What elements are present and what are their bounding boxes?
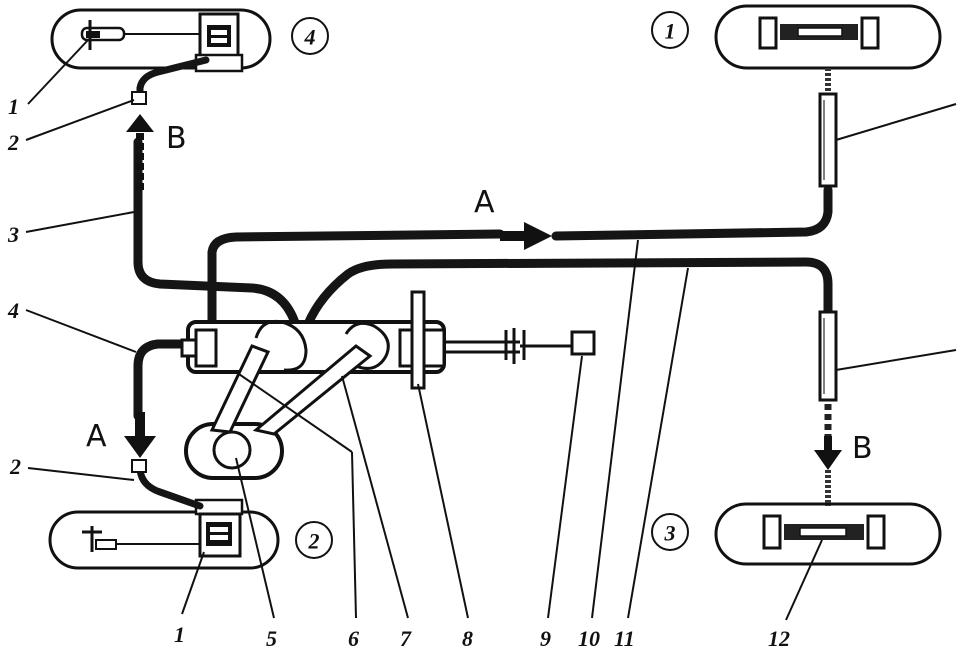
leader-right-mid (835, 349, 957, 371)
brake-pipe-front-right-continued (551, 185, 833, 241)
callout-11: 11 (614, 626, 635, 651)
flex-hose-rear-right (818, 310, 838, 506)
wheel-front-right (714, 4, 942, 70)
leader-3 (25, 211, 135, 233)
flow-label-b-right: B (852, 431, 873, 466)
flex-hose-front-right (818, 68, 838, 188)
flex-hose-rear-left (136, 466, 204, 510)
wheel-front-left (50, 8, 272, 73)
callout-2-bottom: 2 (9, 454, 21, 479)
leader-12 (785, 539, 823, 621)
flow-arrow-b-down (814, 436, 842, 470)
brake-caliper-front-left (194, 12, 244, 73)
wheel-number-front-right: 1 (665, 19, 676, 44)
wheel-number-rear-right: 3 (664, 521, 676, 546)
callout-7: 7 (400, 626, 412, 651)
flex-hose-front-left (136, 56, 210, 104)
flow-label-b-top: B (166, 121, 187, 156)
wheel-badge-front-left (291, 17, 329, 55)
callout-10: 10 (578, 626, 600, 651)
leader-5 (235, 457, 275, 619)
hose-fitting-rear-left (131, 459, 147, 473)
leader-4 (25, 309, 137, 353)
pedal-bracket (410, 290, 426, 390)
leader-10 (591, 239, 639, 619)
wheel-rear-left (48, 498, 280, 570)
wheel-badge-rear-right (651, 513, 689, 551)
flow-label-a-left: A (86, 419, 107, 454)
wheel-number-rear-left: 2 (308, 529, 320, 554)
wheel-badge-front-right (651, 11, 689, 49)
leader-2-bottom (27, 467, 135, 481)
wheel-badge-rear-left (295, 521, 333, 559)
wheel-cylinder-front-right (758, 16, 880, 50)
brake-pipe-front-left (133, 137, 307, 353)
brake-booster (184, 422, 284, 480)
leader-1-top (27, 39, 89, 105)
wheel-number-front-left: 4 (304, 25, 316, 50)
leader-2-top (25, 99, 135, 141)
callout-5: 5 (266, 626, 277, 651)
wheel-rear-right (714, 502, 942, 566)
wheel-cylinder-rear-left (82, 526, 200, 552)
callout-6: 6 (348, 626, 359, 651)
callout-4: 4 (7, 298, 19, 323)
leader-9 (547, 355, 583, 619)
callout-9: 9 (540, 626, 551, 651)
callout-2-top: 2 (7, 130, 19, 155)
brake-pipe-rear-left (133, 339, 191, 421)
flow-arrow-b-up (126, 114, 154, 190)
leader-right-top (835, 103, 957, 141)
callout-8: 8 (462, 626, 473, 651)
pushrod-assembly (504, 328, 596, 364)
callout-1-bottom: 1 (174, 622, 185, 647)
leader-6 (351, 451, 357, 619)
brake-pipe-front-right (207, 229, 505, 353)
wheel-cylinder-front-left (80, 20, 200, 50)
leader-6b (235, 371, 353, 453)
leader-11 (627, 267, 689, 619)
flow-label-a-top: A (474, 185, 495, 220)
callout-3: 3 (7, 222, 19, 247)
booster-link-right (252, 344, 373, 436)
leader-7 (341, 375, 409, 619)
brake-pipe-rear-right (303, 257, 833, 329)
callout-12: 12 (768, 626, 790, 651)
flow-arrow-a-down (124, 412, 156, 458)
brake-caliper-rear-left (194, 498, 244, 558)
wheel-cylinder-rear-right (762, 514, 886, 550)
hose-fitting-front-left (131, 91, 147, 105)
flow-arrow-a-right (500, 222, 552, 250)
leader-8 (417, 383, 469, 619)
callout-1-top: 1 (8, 94, 19, 119)
leader-1-bottom (181, 551, 205, 615)
